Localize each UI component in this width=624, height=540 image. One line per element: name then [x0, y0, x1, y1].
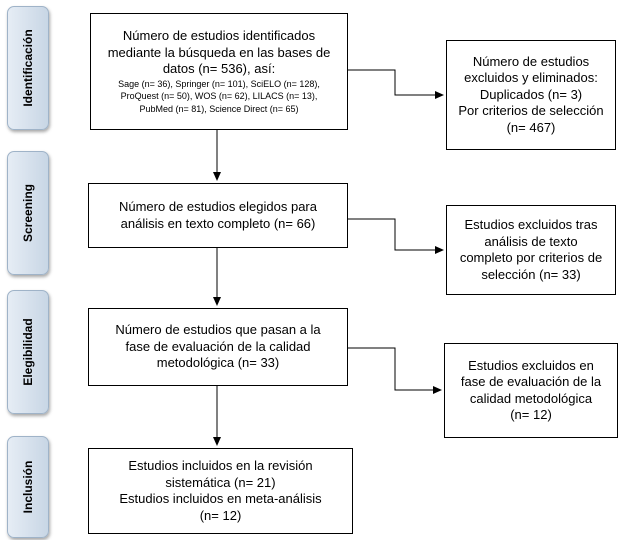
included-line4: (n= 12) — [199, 507, 242, 523]
included-line2: sistemática (n= 21) — [165, 474, 276, 490]
identified-db2: ProQuest (n= 50), WOS (n= 62), LILACS (n… — [120, 91, 318, 101]
box-screened-studies: Número de estudios elegidos para análisi… — [88, 183, 348, 248]
excluded-quality-line1: Estudios excluidos en — [468, 357, 594, 373]
excluded-dup-line3: Duplicados (n= 3) — [479, 86, 583, 102]
stage-identificacion: Identificación — [7, 6, 49, 130]
excluded-dup-line5: (n= 467) — [506, 119, 556, 135]
box-excluded-quality: Estudios excluidos en fase de evaluación… — [444, 343, 618, 438]
identified-line1: Número de estudios identificados — [122, 28, 316, 43]
box-excluded-fulltext: Estudios excluidos tras análisis de text… — [446, 205, 616, 295]
stage-elegibilidad: Elegibilidad — [7, 290, 49, 414]
stage-screening: Screening — [7, 151, 49, 275]
excluded-fulltext-line2: análisis de texto — [484, 233, 578, 249]
arrow-screened-to-excluded — [348, 218, 444, 254]
excluded-dup-line2: excluidos y eliminados: — [464, 70, 598, 86]
excluded-fulltext-line3: completo por criterios de — [459, 250, 603, 265]
identified-db1: Sage (n= 36), Springer (n= 101), SciELO … — [118, 78, 320, 89]
excluded-fulltext-line1: Estudios excluidos tras — [464, 217, 598, 232]
eligible-line2: fase de evaluación de la calidad — [125, 338, 311, 354]
eligible-line1: Número de estudios que pasan a la — [115, 322, 321, 338]
excluded-quality-line2: fase de evaluación de la — [460, 374, 602, 389]
included-line1: Estudios incluidos en la revisión — [128, 458, 313, 473]
screened-line1: Número de estudios elegidos para — [118, 199, 317, 214]
box-eligible-studies: Número de estudios que pasan a la fase d… — [88, 308, 348, 386]
box-excluded-duplicates: Número de estudios excluidos y eliminado… — [446, 40, 616, 150]
arrow-identified-to-excluded — [348, 69, 444, 99]
eligible-line3: metodológica (n= 33) — [156, 355, 280, 371]
excluded-quality-line4: (n= 12) — [510, 407, 552, 422]
arrow-eligible-to-excluded — [348, 347, 442, 394]
identified-line2: mediante la búsqueda en las bases de — [107, 44, 331, 60]
box-identified-studies: Número de estudios identificados mediant… — [90, 13, 348, 130]
stage-inclusion: Inclusión — [7, 436, 49, 538]
identified-line3: datos (n= 536), así: — [162, 61, 276, 76]
excluded-fulltext-line4: selección (n= 33) — [481, 266, 581, 282]
excluded-dup-line1: Número de estudios — [472, 53, 590, 69]
included-line3: Estudios incluidos en meta-análisis — [119, 491, 322, 506]
excluded-quality-line3: calidad metodológica — [469, 390, 593, 406]
screened-line2: análisis en texto completo (n= 66) — [120, 215, 316, 231]
identified-db3: PubMed (n= 81), Science Direct (n= 65) — [139, 103, 299, 114]
excluded-dup-line4: Por criterios de selección — [458, 103, 604, 119]
box-included-studies: Estudios incluidos en la revisión sistem… — [88, 448, 353, 534]
